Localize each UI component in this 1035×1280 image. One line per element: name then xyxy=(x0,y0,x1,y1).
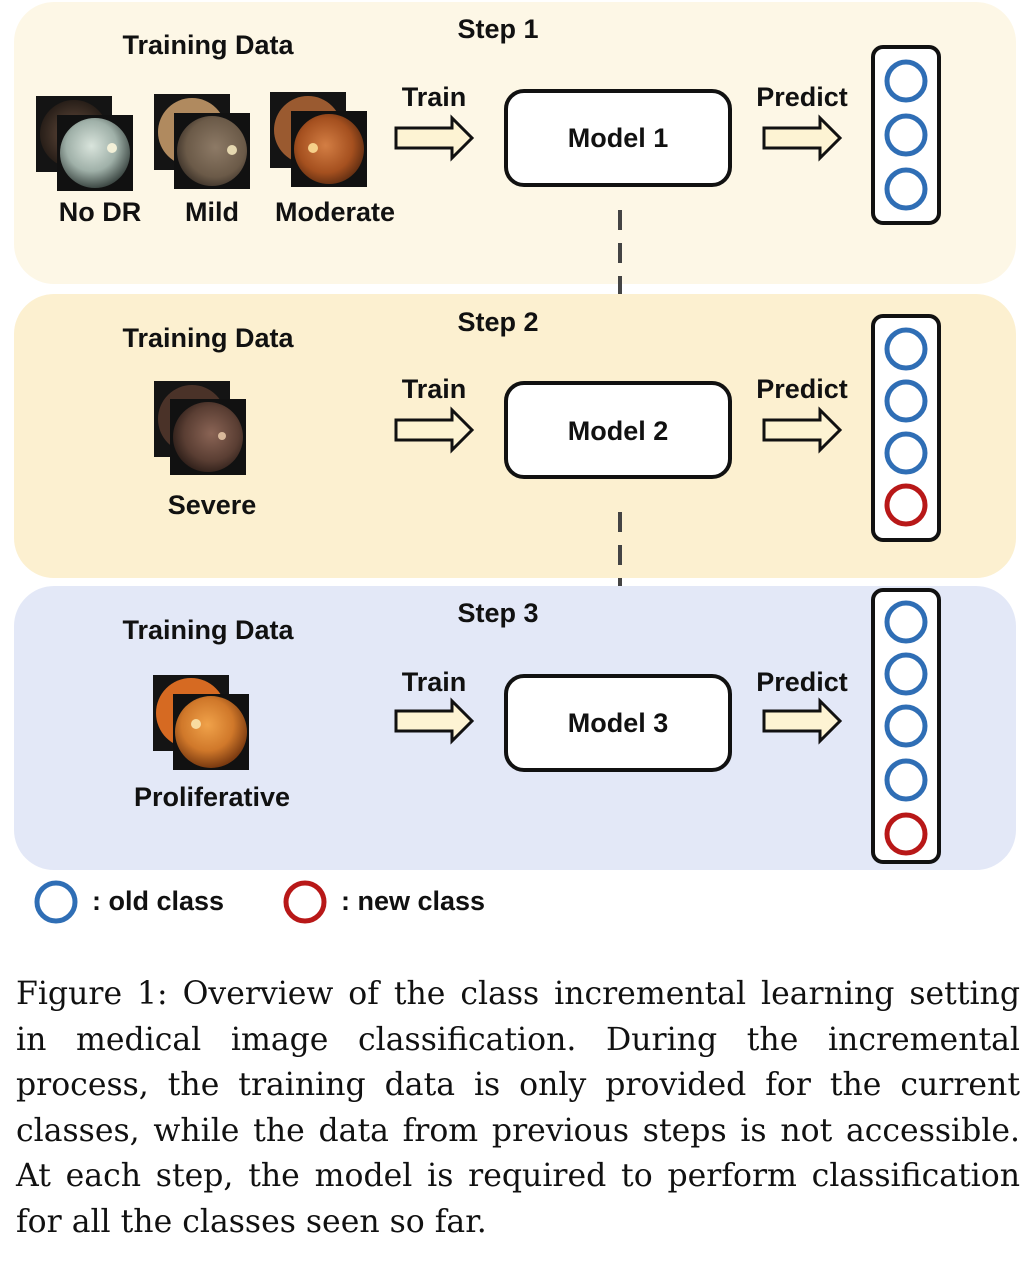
step-3-panel: Step 3 Training Data Proliferative Train… xyxy=(14,586,1016,870)
step-1-panel: Step 1 Training Data No DR Mild Moderate xyxy=(14,2,1016,284)
fundus-image-moderate xyxy=(270,92,367,187)
fundus-image-severe xyxy=(154,381,246,475)
step-2-output-old-class xyxy=(884,327,928,371)
step-1-output-box xyxy=(871,45,941,225)
step-3-output-old-class xyxy=(884,652,928,696)
step-2-model-box xyxy=(504,381,732,479)
step-1-output-old-class xyxy=(884,113,928,157)
step-3-predict-label: Predict xyxy=(756,667,848,697)
step-1-predict-arrow xyxy=(762,114,843,162)
step-1-model-box xyxy=(504,89,732,187)
step-2-train-label: Train xyxy=(402,374,467,404)
step-3-output-old-class xyxy=(884,600,928,644)
step-2-predict-label: Predict xyxy=(756,374,848,404)
legend-old-class-icon xyxy=(34,880,78,924)
legend-old-class-label: : old class xyxy=(92,886,224,916)
legend-new-class-label: : new class xyxy=(341,886,485,916)
step-2-training-data-label: Training Data xyxy=(122,323,294,353)
step-2-output-box xyxy=(871,314,941,542)
image-label-moderate: Moderate xyxy=(275,197,395,227)
step-2-output-old-class xyxy=(884,431,928,475)
step-3-train-label: Train xyxy=(402,667,467,697)
class-incremental-diagram: Step 1 Training Data No DR Mild Moderate xyxy=(14,2,1016,924)
step-3-model-box xyxy=(504,674,732,772)
step-3-model-label: Model 3 xyxy=(568,708,669,738)
legend: : old class : new class xyxy=(34,880,485,924)
step-3-output-box xyxy=(871,588,941,864)
figure-caption: Figure 1: Overview of the class incremen… xyxy=(16,976,1020,1240)
step-1-output-old-class xyxy=(884,167,928,211)
step-2-model-label: Model 2 xyxy=(568,416,669,446)
step-3-label: Step 3 xyxy=(457,598,538,628)
step-3-train-arrow xyxy=(394,697,475,745)
step-3-output-new-class xyxy=(884,812,928,856)
step-1-model-label: Model 1 xyxy=(568,123,669,153)
fundus-image-no-dr xyxy=(36,96,133,191)
step-1-predict-label: Predict xyxy=(756,82,848,112)
step-3-output-old-class xyxy=(884,758,928,802)
legend-new-class-icon xyxy=(283,880,327,924)
image-label-no-dr: No DR xyxy=(59,197,142,227)
image-label-mild: Mild xyxy=(185,197,239,227)
step-3-predict-arrow xyxy=(762,697,843,745)
step-2-output-new-class xyxy=(884,483,928,527)
step-3-training-data-label: Training Data xyxy=(122,615,294,645)
step-2-output-old-class xyxy=(884,379,928,423)
fundus-image-mild xyxy=(154,94,250,189)
image-label-proliferative: Proliferative xyxy=(134,782,290,812)
image-label-severe: Severe xyxy=(168,490,257,520)
step-1-label: Step 1 xyxy=(457,14,538,44)
step-1-train-label: Train xyxy=(402,82,467,112)
step-2-predict-arrow xyxy=(762,406,843,454)
step-1-training-data-label: Training Data xyxy=(122,30,294,60)
step-3-output-old-class xyxy=(884,704,928,748)
step-1-train-arrow xyxy=(394,114,475,162)
step-2-train-arrow xyxy=(394,406,475,454)
fundus-image-proliferative xyxy=(153,675,249,770)
step-1-output-old-class xyxy=(884,59,928,103)
step-2-panel: Step 2 Training Data Severe Train Model … xyxy=(14,294,1016,578)
step-2-label: Step 2 xyxy=(457,307,538,337)
